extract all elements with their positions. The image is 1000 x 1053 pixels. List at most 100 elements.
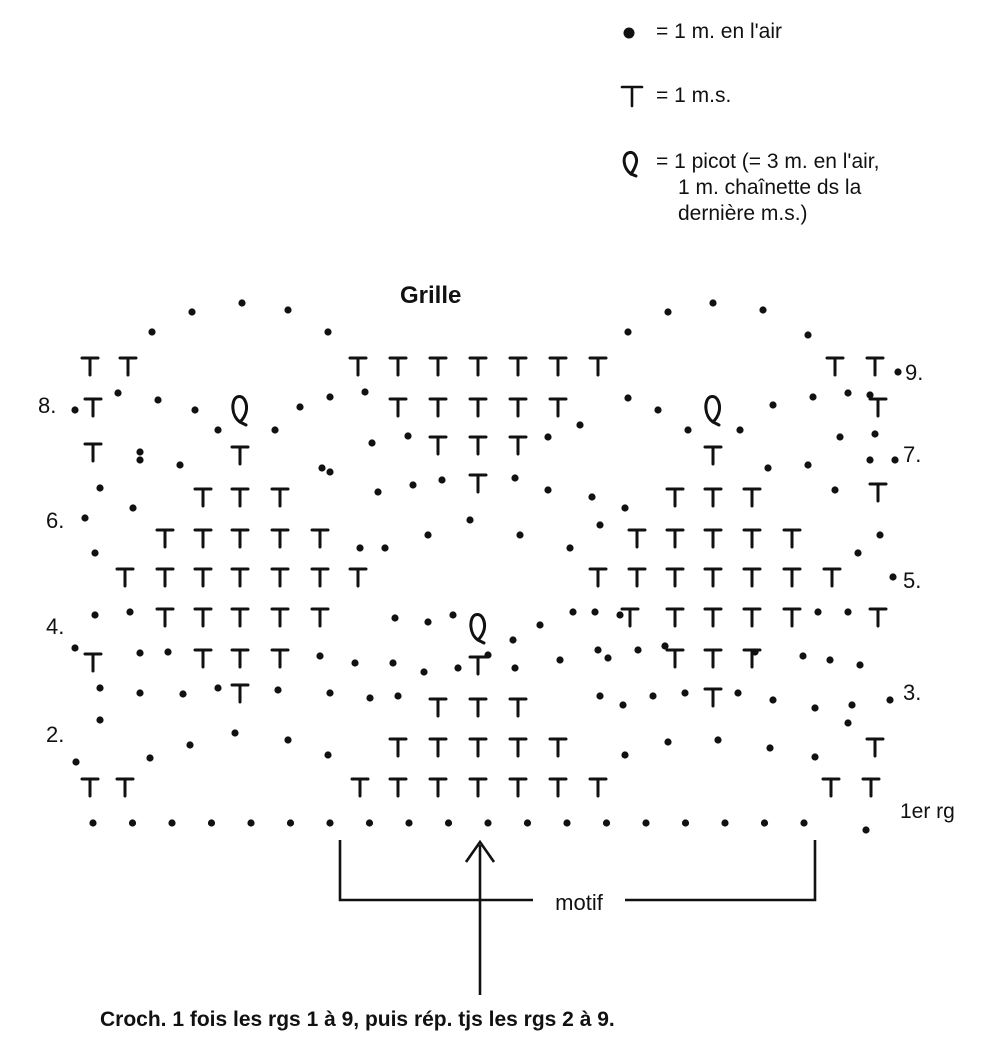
single-crochet-stitch [388,777,408,798]
chain-stitch [96,716,104,724]
single-crochet-stitch [665,607,685,628]
chain-stitch [296,403,304,411]
chain-stitch [91,549,99,557]
single-crochet-stitch [118,356,138,377]
legend-picot-line2: 1 m. chaînette ds la [678,176,862,199]
single-crochet-stitch [310,567,330,588]
chain-stitch [862,826,870,834]
single-crochet-stitch [861,777,881,798]
single-crochet-stitch [508,737,528,758]
chain-stitch [836,433,844,441]
single-crochet-stitch [822,567,842,588]
picot-tail [476,638,486,645]
single-crochet-stitch [782,607,802,628]
chain-stitch [848,701,856,709]
chain-stitch [664,308,672,316]
chain-stitch [681,819,690,827]
chain-stitch [214,426,222,434]
chain-stitch [351,659,359,667]
chain-stitch [271,426,279,434]
chain-stitch [866,391,874,399]
single-crochet-stitch [665,487,685,508]
chain-stitch [409,481,417,489]
chain-stitch [71,406,79,414]
row-label-r7: 7. [903,442,921,467]
chain-stitch [591,608,599,616]
chain-stitch [186,741,194,749]
chain-stitch [826,656,834,664]
single-crochet-stitch [230,445,250,466]
chain-stitch [326,468,334,476]
single-crochet-stitch [508,697,528,718]
row-label-r8: 8. [38,393,56,418]
single-crochet-stitch [80,356,100,377]
chain-stitch [760,819,769,827]
chain-stitch [866,456,874,464]
single-crochet-stitch [868,607,888,628]
chain-stitch [831,486,839,494]
chain-stitch [891,456,899,464]
chain-stitch [424,618,432,626]
chain-stitch [126,608,134,616]
chain-stitch [114,389,122,397]
chain-stitch [876,531,884,539]
single-crochet-stitch [588,356,608,377]
chain-stitch [766,744,774,752]
chain-stitch [284,736,292,744]
chain-stitch [326,819,334,827]
single-crochet-stitch [115,567,135,588]
single-crochet-stitch [193,567,213,588]
single-crochet-stitch [548,777,568,798]
chain-stitch [286,819,295,827]
single-crochet-stitch [508,435,528,456]
chain-stitch [596,692,604,700]
single-crochet-stitch [388,397,408,418]
single-crochet-stitch [620,607,640,628]
chain-stitch [804,461,812,469]
chain-stitch [809,393,817,401]
chart-title: Grille [400,282,462,309]
single-crochet-stitch [193,607,213,628]
chain-stitch [191,406,199,414]
single-crochet-stitch [310,607,330,628]
chain-stitch [324,328,332,336]
chain-stitch [154,396,162,404]
chain-stitch [438,476,446,484]
chain-stitch [814,608,822,616]
chain-stitch [394,692,402,700]
picot-stitch [704,394,721,424]
chain-stitch [649,692,657,700]
row-label-r5: 5. [903,568,921,593]
chain-stitch [136,689,144,697]
motif-bracket-left [338,840,533,902]
chain-stitch [681,689,689,697]
row-label-r2: 2. [46,722,64,747]
single-crochet-stitch [270,607,290,628]
single-crochet-stitch [230,567,250,588]
single-crochet-stitch [350,777,370,798]
single-crochet-stitch [230,607,250,628]
chain-stitch [96,684,104,692]
chain-stitch [769,696,777,704]
row-label-r1: 1er rg [900,800,955,823]
row-label-r6: 6. [46,508,64,533]
single-crochet-stitch [865,737,885,758]
legend-picot-line3: dernière m.s.) [678,202,808,225]
chain-stitch [588,493,596,501]
chain-stitch [89,819,97,827]
single-crochet-stitch [270,528,290,549]
chain-stitch [844,389,852,397]
single-crochet-stitch [508,356,528,377]
single-crochet-stitch [548,356,568,377]
chain-stitch [594,646,602,654]
chain-stitch [536,621,544,629]
chain-stitch [164,648,172,656]
single-crochet-stitch [665,567,685,588]
chain-stitch [654,406,662,414]
chain-stitch [247,819,255,827]
single-crochet-stitch [865,356,885,377]
row-label-r9: 9. [905,360,923,385]
single-crochet-stitch [703,648,723,669]
chain-stitch [128,819,137,827]
chain-stitch [366,694,374,702]
